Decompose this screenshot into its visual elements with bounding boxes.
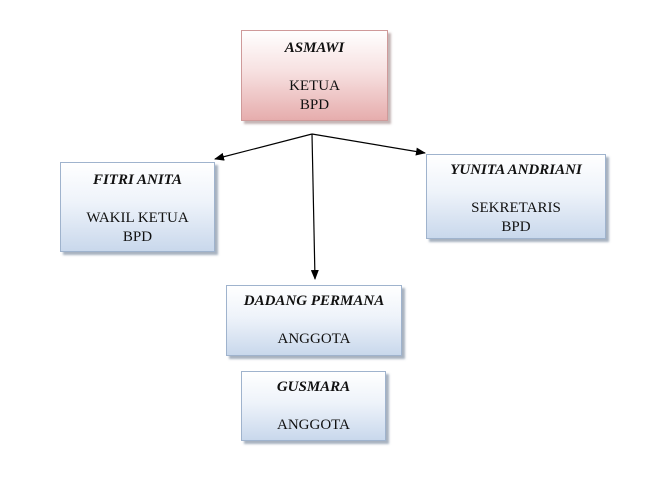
node-anggota-dadang-permana: DADANG PERMANA ANGGOTA [226, 285, 402, 356]
node-sekretaris-yunita-andriani: YUNITA ANDRIANI SEKRETARIS BPD [426, 154, 606, 239]
node-ketua-asmawi: ASMAWI KETUA BPD [241, 30, 388, 121]
node-role: ANGGOTA [277, 331, 351, 347]
node-name: DADANG PERMANA [243, 293, 385, 309]
node-name: GUSMARA [276, 379, 351, 395]
node-anggota-gusmara: GUSMARA ANGGOTA [241, 371, 386, 441]
node-role: KETUA [289, 78, 340, 94]
connector-asmawi-dadang [310, 133, 319, 280]
connector-asmawi-yunita [311, 133, 426, 156]
node-role-org: BPD [501, 219, 531, 235]
node-role: SEKRETARIS [471, 200, 561, 216]
node-name: YUNITA ANDRIANI [450, 162, 582, 178]
node-role-org: BPD [299, 97, 330, 113]
node-name: FITRI ANITA [92, 172, 183, 188]
node-wakil-ketua-fitri-anita: FITRI ANITA WAKIL KETUA BPD [60, 162, 215, 252]
node-name: ASMAWI [284, 40, 345, 56]
connector-asmawi-fitri [214, 133, 313, 161]
node-role-org: BPD [122, 229, 153, 245]
node-role: ANGGOTA [277, 417, 350, 433]
node-role: WAKIL KETUA [86, 210, 189, 226]
